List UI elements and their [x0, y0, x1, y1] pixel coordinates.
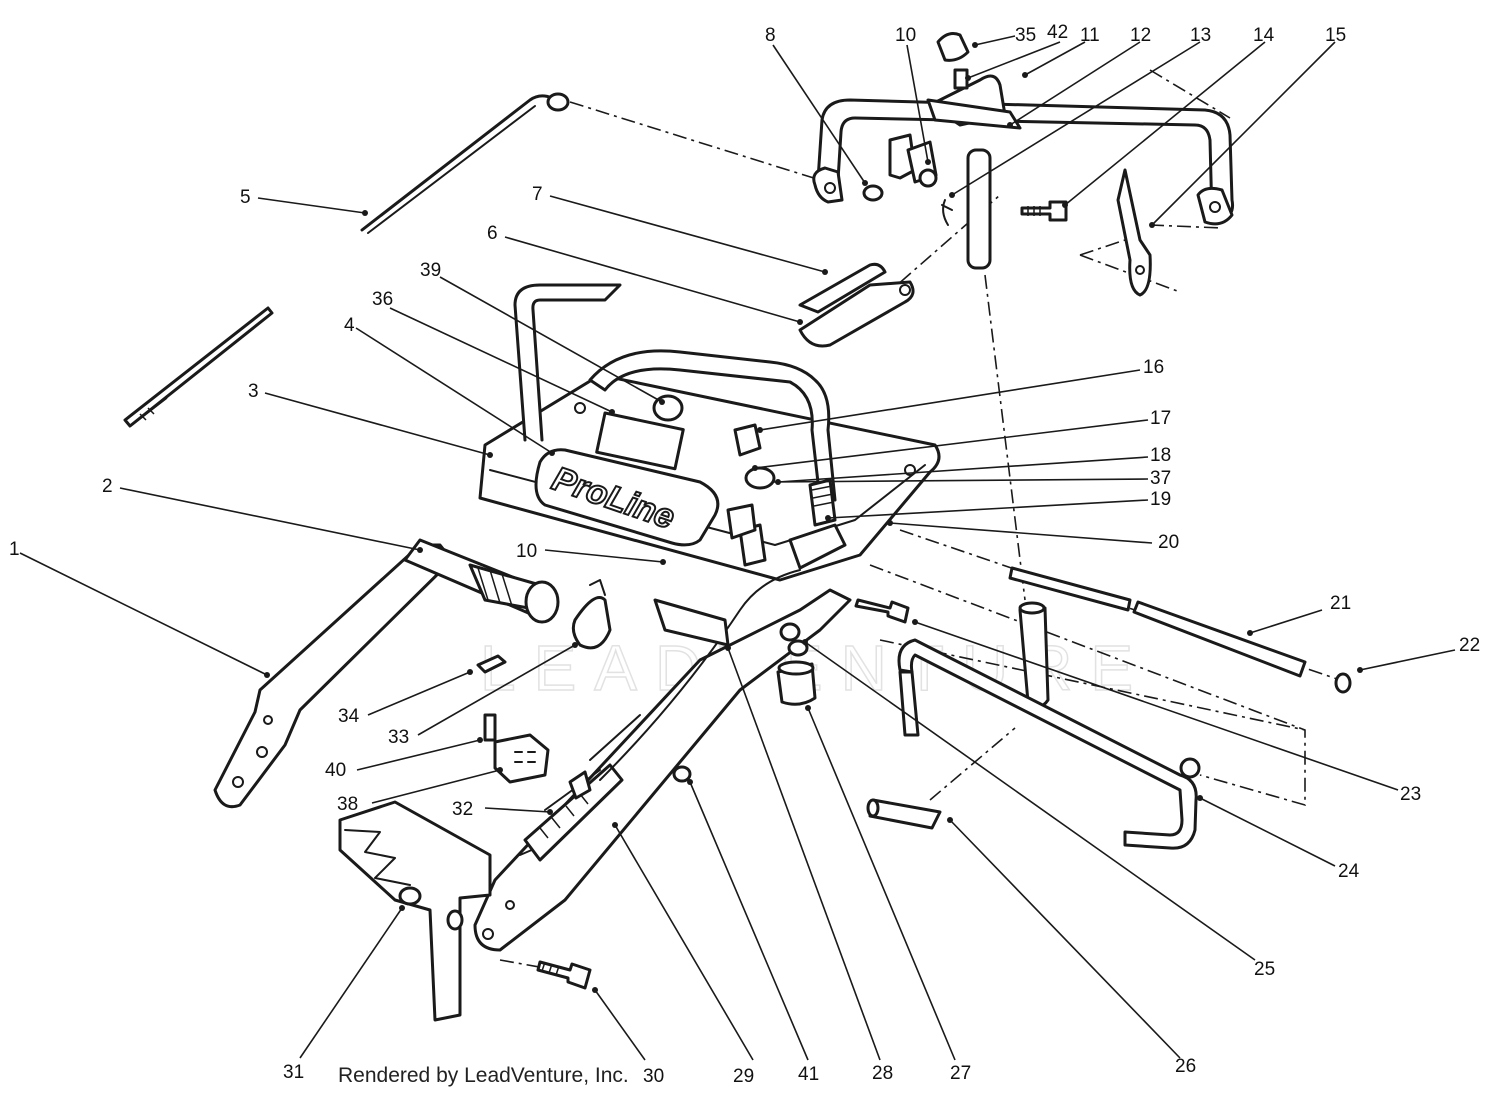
- callout-14: 14: [1253, 25, 1275, 46]
- base-plate-part-31: [338, 800, 492, 1022]
- rod-part-21: [1008, 566, 1352, 694]
- callout-5: 5: [240, 187, 251, 208]
- callout-39: 39: [420, 260, 441, 281]
- callout-labels: 1 2 3 4 5 6 7 8 10 35 42 11 12 13 14 15 …: [9, 22, 1480, 1087]
- callout-33: 33: [388, 727, 409, 748]
- callout-1: 1: [9, 539, 20, 560]
- callout-22: 22: [1459, 635, 1480, 656]
- callout-42: 42: [1047, 22, 1068, 43]
- bolt-part-30: [536, 960, 592, 990]
- lower-handle-right-part-28: [473, 588, 852, 952]
- callout-19: 19: [1150, 489, 1171, 510]
- clamp-part-33: [571, 579, 612, 650]
- callout-10-lower: 10: [516, 541, 537, 562]
- credit-text: Rendered by LeadVenture, Inc.: [338, 1064, 629, 1087]
- callout-6: 6: [487, 223, 498, 244]
- callout-8: 8: [765, 25, 776, 46]
- callout-10-upper: 10: [895, 25, 916, 46]
- tube-part-2: [403, 538, 560, 624]
- callout-35: 35: [1015, 25, 1036, 46]
- callout-37: 37: [1150, 468, 1171, 489]
- callout-25: 25: [1254, 959, 1275, 980]
- callout-29: 29: [733, 1066, 754, 1087]
- callout-28: 28: [872, 1063, 893, 1084]
- callout-34: 34: [338, 706, 360, 727]
- callout-27: 27: [950, 1063, 971, 1084]
- grommet-part-25: [779, 622, 801, 642]
- callout-30: 30: [643, 1066, 664, 1087]
- callout-12: 12: [1130, 25, 1151, 46]
- rod-part-5: [360, 92, 570, 234]
- callout-21: 21: [1330, 593, 1351, 614]
- leader-lines: [19, 35, 1456, 1061]
- screw-part-34: [476, 654, 507, 674]
- callout-41: 41: [798, 1064, 819, 1085]
- panel-loop-bar: [513, 283, 837, 502]
- latch-mechanism: [888, 32, 1022, 188]
- grip-part-26: [866, 798, 942, 830]
- pin-spring-parts: [862, 148, 992, 270]
- callout-16: 16: [1143, 357, 1164, 378]
- callout-24: 24: [1338, 861, 1360, 882]
- callout-17: 17: [1150, 408, 1171, 429]
- callout-15: 15: [1325, 25, 1346, 46]
- callout-20: 20: [1158, 532, 1179, 553]
- switch-part-27: [776, 639, 817, 706]
- callout-36: 36: [372, 289, 393, 310]
- callout-4: 4: [344, 315, 355, 336]
- bolt-part-14: [1020, 200, 1068, 222]
- callout-2: 2: [102, 476, 113, 497]
- callout-31: 31: [283, 1062, 304, 1083]
- callout-7: 7: [532, 184, 543, 205]
- callout-11: 11: [1080, 25, 1100, 46]
- callout-18: 18: [1150, 445, 1171, 466]
- callout-26: 26: [1175, 1056, 1196, 1077]
- callout-23: 23: [1400, 784, 1421, 805]
- bracket-part-6-7: [798, 262, 915, 348]
- upper-handle-part-11: [812, 98, 1234, 297]
- callout-38: 38: [337, 794, 358, 815]
- nut-part-41: [672, 765, 692, 783]
- threaded-rod: [123, 306, 274, 428]
- callout-32: 32: [452, 799, 473, 820]
- callout-3: 3: [248, 381, 259, 402]
- bolt-part-23: [854, 598, 910, 624]
- connector-part-38: [483, 713, 550, 784]
- control-panel-part-4: ProLine: [478, 373, 941, 582]
- callout-40: 40: [325, 760, 346, 781]
- callout-13: 13: [1190, 25, 1211, 46]
- clip-part-32: [568, 770, 592, 800]
